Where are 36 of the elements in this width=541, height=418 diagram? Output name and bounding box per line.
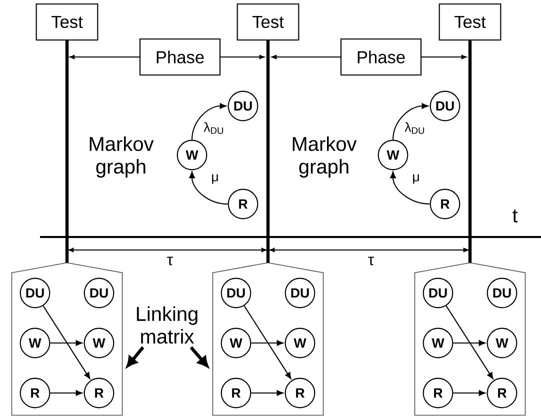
arrow [50, 340, 82, 346]
dimension-label: τ [167, 256, 174, 266]
phase-box: Phase [139, 38, 221, 76]
arrow [390, 172, 430, 205]
test-box: Test [236, 3, 300, 41]
edge-label: μ [210, 174, 220, 184]
arrow [50, 390, 82, 396]
dimension-label: τ [368, 256, 374, 266]
test-box: Test [438, 3, 502, 41]
arrow [453, 390, 486, 396]
arrow [191, 103, 226, 140]
axis-label: t [512, 209, 518, 223]
test-box: Test [36, 3, 98, 41]
edge-label: λ$_{DU}$ [202, 121, 226, 135]
arrow [446, 306, 494, 380]
graph-label: Markov graph [90, 136, 154, 178]
linking-matrix-text: Linking matrix [136, 306, 198, 344]
arrow [453, 340, 486, 346]
timeline-line [468, 40, 472, 263]
edge-label: λ$_{DU}$ [404, 121, 426, 135]
phase-box: Phase [340, 38, 422, 76]
matrix-panel [414, 262, 526, 416]
arrow [126, 346, 144, 368]
arrow [190, 346, 208, 368]
arrow [251, 340, 284, 346]
timeline-line [266, 40, 270, 263]
matrix-panel [11, 262, 123, 416]
graph-label: Markov graph [292, 136, 357, 178]
arrow [392, 103, 428, 140]
edge-label: μ [412, 174, 421, 184]
arrow [42, 306, 90, 380]
timeline-line [65, 40, 69, 263]
arrow [244, 306, 292, 380]
matrix-panel [212, 262, 324, 416]
arrow [251, 390, 284, 396]
arrow [189, 172, 228, 205]
